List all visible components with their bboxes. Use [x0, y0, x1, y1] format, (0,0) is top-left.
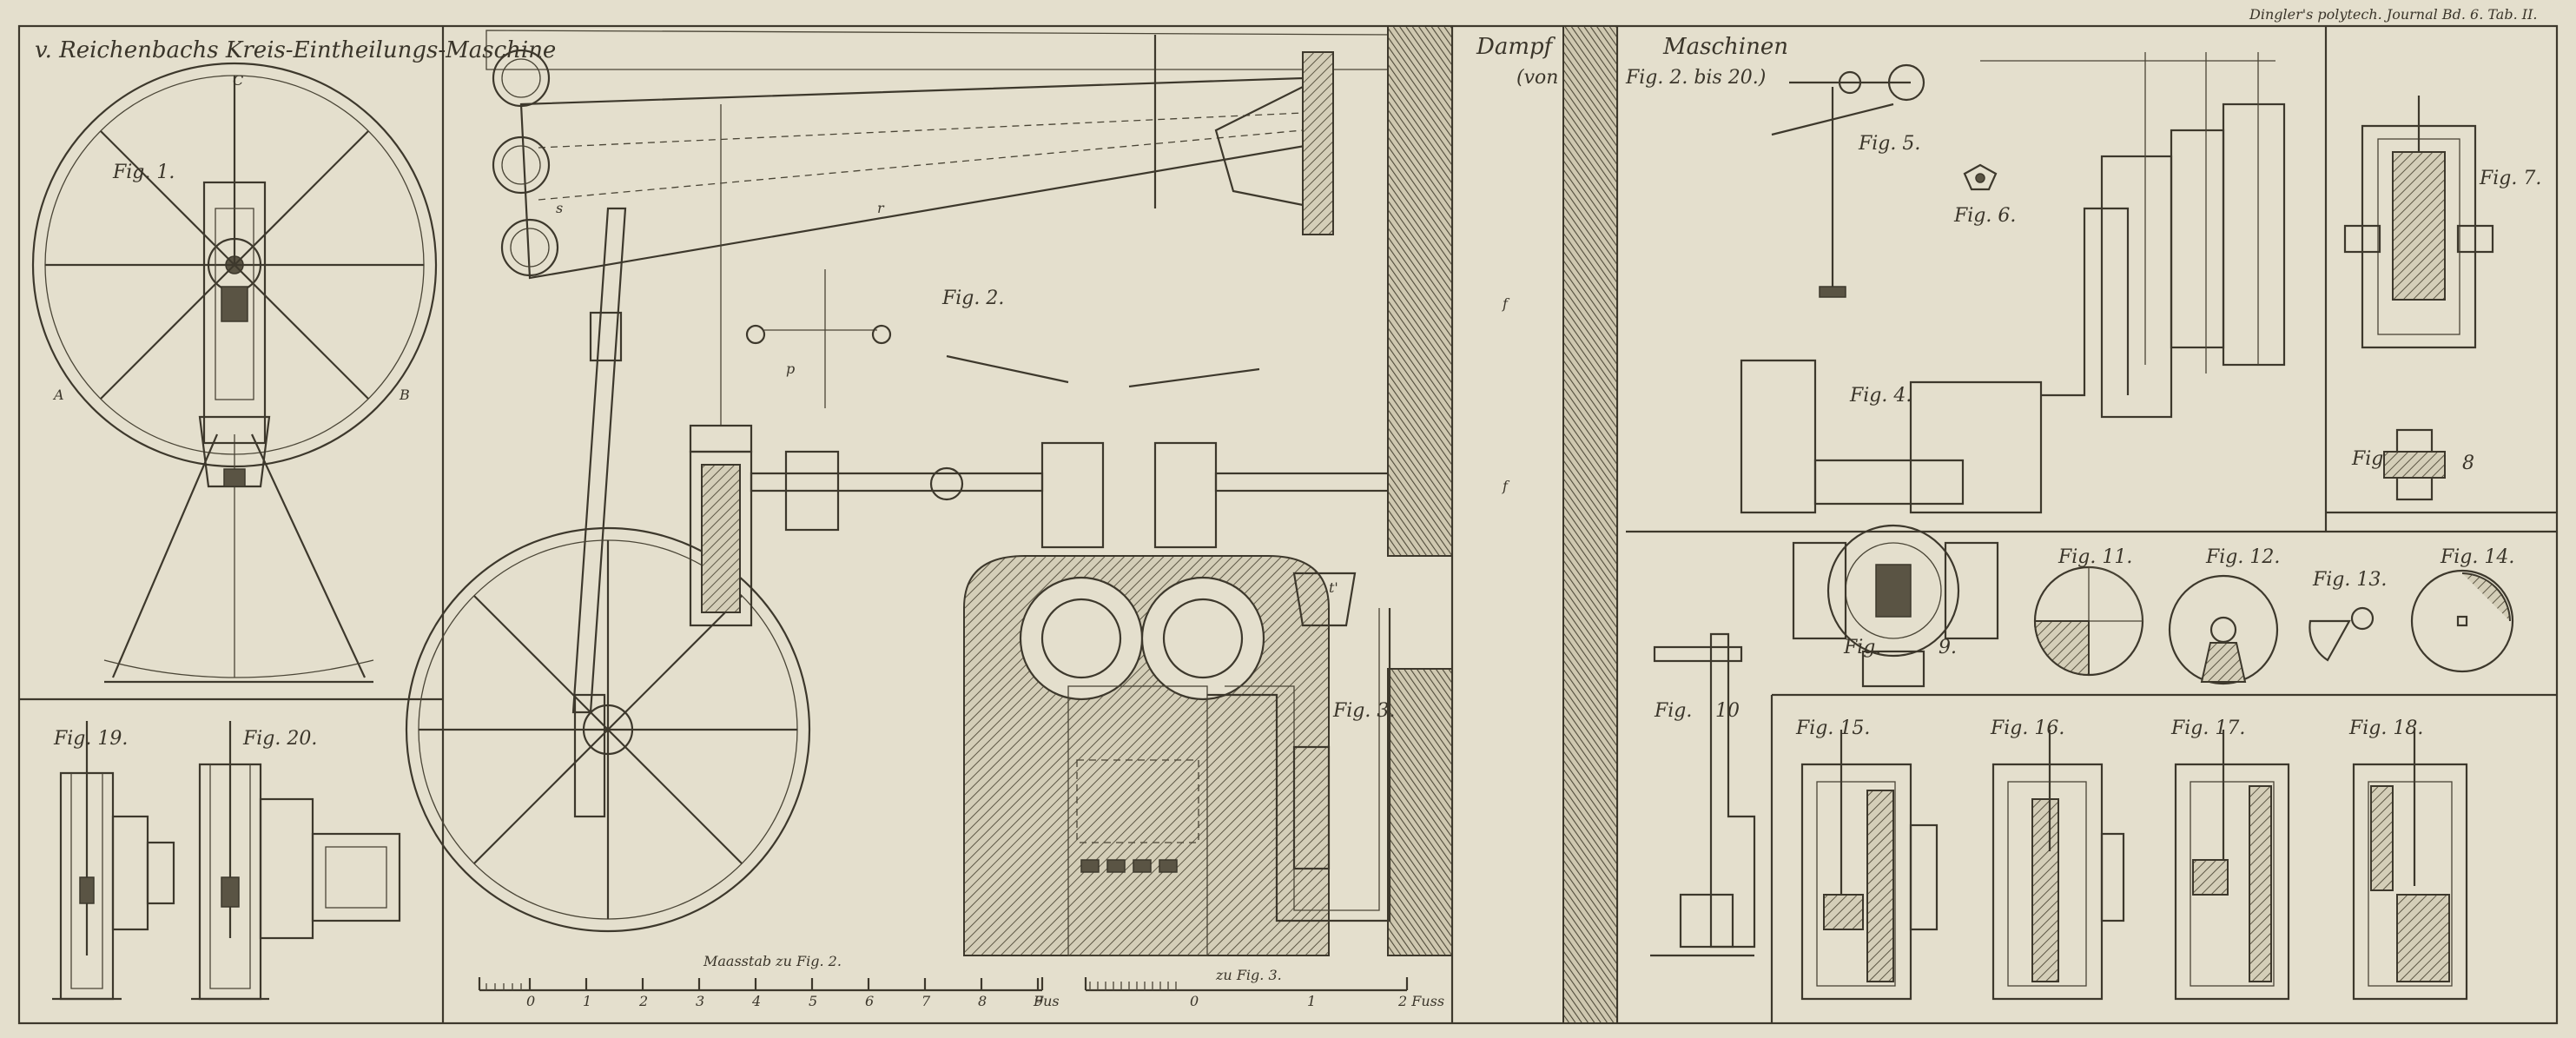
scale2-tick-1: 1	[1307, 993, 1316, 1009]
scale1-tick-label: 1	[583, 993, 591, 1009]
scale1-tick-label: 0	[526, 993, 535, 1009]
fig17-cylinder: Fig. 17.	[2170, 717, 2290, 1001]
fig1-label: Fig. 1.	[112, 162, 175, 183]
panel-dividers	[19, 26, 2557, 1023]
fig3-boiler: Fig. 3. t'	[963, 25, 1453, 956]
fig6-cam: Fig. 6.	[1953, 163, 2016, 227]
fig20-label: Fig. 20.	[242, 728, 317, 750]
fig2-letter-s: s	[556, 200, 563, 216]
fig5-label: Fig. 5.	[1858, 133, 1920, 155]
fig13-label: Fig. 13.	[2312, 569, 2387, 591]
scale-fig2: 0 1 2 3 4 5 6 7 8 9 Maasstab zu Fig. 2. Fus	[478, 953, 1060, 1009]
scale1-tick-label: 3	[696, 993, 704, 1009]
fig2-letter-p: p	[786, 360, 795, 377]
fig8-label-b: 8	[2462, 453, 2474, 474]
fig16-cylinder: Fig. 16.	[1990, 717, 2125, 1001]
scale2-tick-0: 0	[1190, 993, 1199, 1009]
scale2-tick-marks	[1089, 982, 1177, 990]
fig7-label: Fig. 7.	[2479, 168, 2541, 189]
scale1-caption: Maasstab zu Fig. 2.	[703, 953, 842, 969]
wall-letter-f-1: f	[1502, 295, 1510, 312]
scale1-tick-label: 6	[865, 993, 874, 1009]
plate-border	[17, 24, 2559, 1025]
header-left: v. Reichenbachs Kreis-Eintheilungs-Masch…	[35, 37, 556, 63]
fig2-beam-engine: Fig. 2. s r p	[405, 30, 1452, 933]
fig8-label-a: Fig	[2351, 448, 2383, 470]
fig9-label-b: 9.	[1939, 637, 1957, 658]
title-sub-figs: Fig. 2. bis 20.)	[1625, 67, 1766, 89]
fig10-label-b: 10	[1715, 700, 1740, 722]
fig15-label: Fig. 15.	[1795, 717, 1870, 739]
fig7-cylinder: Fig. 7.	[2343, 96, 2541, 349]
fig17-label: Fig. 17.	[2170, 717, 2245, 739]
fig13-sector: Fig. 13.	[2308, 569, 2387, 662]
fig20-valve: Fig. 20.	[191, 721, 401, 1001]
title-sub-von: (von	[1516, 67, 1558, 89]
scale1-tick-label: 5	[809, 993, 817, 1009]
scale1-tick-label: 2	[638, 993, 648, 1009]
fig14-label: Fig. 14.	[2440, 546, 2514, 568]
fig6-label: Fig. 6.	[1953, 205, 2016, 227]
scale1-tick-label: 4	[751, 993, 761, 1009]
fig9-label-a: Fig.	[1843, 637, 1881, 658]
fig19-valve: Fig. 19.	[52, 721, 175, 1001]
fig4-label: Fig. 4.	[1849, 385, 1912, 407]
fig19-label: Fig. 19.	[53, 728, 128, 750]
fig18-cylinder: Fig. 18.	[2348, 717, 2468, 1001]
fig2-label: Fig. 2.	[941, 288, 1004, 309]
scale2-end: 2 Fuss	[1397, 993, 1444, 1009]
fig11-disc: Fig. 11.	[2033, 546, 2144, 677]
fig18-label: Fig. 18.	[2348, 717, 2423, 739]
fig12-label: Fig. 12.	[2205, 546, 2280, 568]
fig4-valve-gear: Fig. 4.	[1740, 52, 2286, 514]
fig8-valve: Fig 8	[2351, 428, 2474, 501]
scale-fig3: zu Fig. 3. 0 1 2 Fuss	[1084, 967, 1444, 1009]
fig16-label: Fig. 16.	[1990, 717, 2064, 739]
header-right: Dingler's polytech. Journal Bd. 6. Tab. …	[2249, 6, 2537, 23]
fig10-pipe: Fig. 10	[1650, 632, 1756, 957]
fig1-letter-c: C	[233, 72, 243, 89]
fig1-dividing-engine: Fig. 1. A B C	[31, 62, 438, 684]
scale1-end: Fus	[1033, 993, 1060, 1009]
fig9-slide-valve: Fig. 9.	[1792, 524, 1999, 688]
fig3-letter-t: t'	[1329, 579, 1338, 596]
wall-letter-f-2: f	[1502, 478, 1510, 494]
divider-wall	[1562, 25, 1618, 1024]
scale1-tick-label: 7	[921, 993, 931, 1009]
fig11-label: Fig. 11.	[2057, 546, 2132, 568]
fig1-letter-a: A	[52, 387, 64, 403]
title-maschinen: Maschinen	[1662, 34, 1788, 60]
scale1-tick-label: 9	[1034, 993, 1043, 1009]
fig3-label: Fig. 3.	[1332, 700, 1395, 722]
fig14-dial: Fig. 14.	[2410, 546, 2514, 673]
title-dampf: Dampf	[1476, 34, 1556, 60]
fig2-letter-r: r	[877, 200, 885, 216]
fig15-cylinder: Fig. 15.	[1795, 717, 1939, 1001]
fig5-lever: Fig. 5.	[1771, 63, 1925, 298]
scale1-tick-label: 8	[978, 993, 987, 1009]
scale2-caption: zu Fig. 3.	[1215, 967, 1282, 983]
scale1-tick-marks: 0 1 2 3 4 5 6 7 8 9	[485, 978, 1043, 1009]
fig1-letter-b: B	[399, 387, 410, 403]
fig10-label-a: Fig.	[1654, 700, 1692, 722]
fig12-disc: Fig. 12.	[2168, 546, 2280, 685]
